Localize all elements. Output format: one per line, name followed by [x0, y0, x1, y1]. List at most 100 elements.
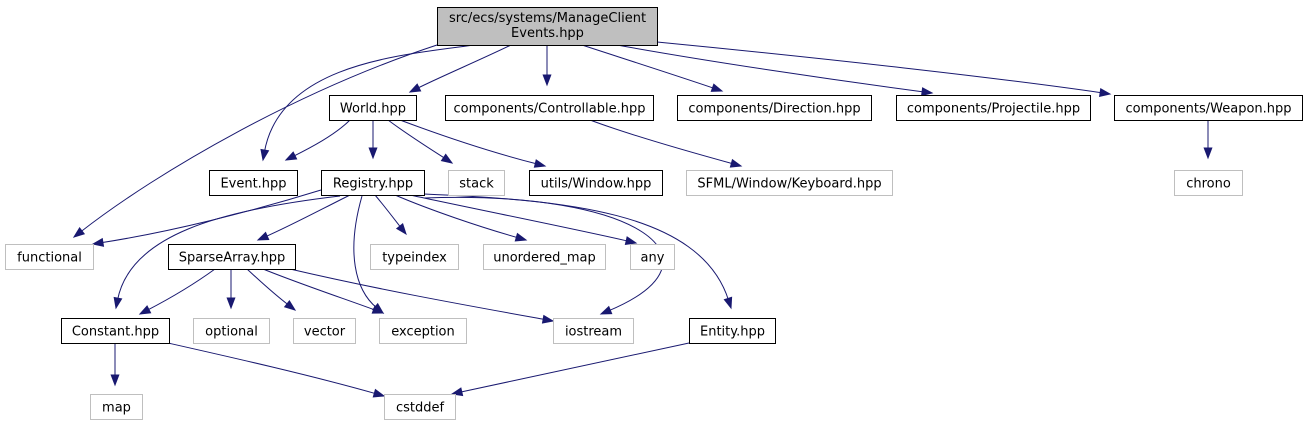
edge-world-to-utils_window [399, 119, 547, 168]
node-label: stack [459, 177, 494, 192]
edge-line [265, 194, 351, 238]
node-label: functional [17, 251, 82, 266]
node-label: World.hpp [340, 102, 406, 117]
edge-controllable-to-sfml_keyboard [589, 119, 743, 168]
node-box [5, 244, 94, 270]
node-label: SFML/Window/Keyboard.hpp [697, 177, 881, 192]
node-map: map [90, 394, 143, 420]
node-controllable[interactable]: components/Controllable.hpp [445, 95, 654, 121]
edge-sparse_array-to-constant [138, 268, 216, 315]
node-optional: optional [193, 318, 270, 344]
edge-line [167, 342, 377, 395]
arrowhead-icon [710, 83, 724, 92]
node-box [370, 244, 459, 270]
arrowhead-icon [260, 148, 270, 162]
edge-line [409, 194, 629, 242]
edge-entity-to-cstddef [450, 342, 690, 397]
arrowhead-icon [110, 374, 120, 387]
node-label: Event.hpp [220, 177, 286, 192]
node-box [379, 318, 467, 344]
node-event[interactable]: Event.hpp [209, 170, 298, 196]
edge-constant-to-map [110, 342, 120, 387]
arrowhead-icon [1099, 88, 1112, 97]
edge-manage_client_events-to-world [408, 44, 512, 93]
edge-manage_client_events-to-weapon [656, 41, 1112, 97]
node-label: components/Projectile.hpp [907, 102, 1080, 117]
node-label: exception [391, 325, 455, 340]
node-registry[interactable]: Registry.hpp [321, 170, 425, 196]
edge-weapon-to-chrono [1203, 120, 1213, 160]
node-box [677, 95, 872, 121]
node-label: chrono [1186, 177, 1231, 192]
edge-registry-to-constant [113, 195, 341, 310]
node-label: SparseArray.hpp [179, 251, 286, 266]
edge-constant-to-cstddef [167, 342, 386, 398]
edge-line [117, 195, 341, 301]
node-label: typeindex [382, 251, 447, 266]
edge-line [246, 268, 289, 306]
node-label: Constant.hpp [72, 325, 159, 340]
node-world[interactable]: World.hpp [329, 95, 417, 121]
arrowhead-icon [368, 147, 378, 160]
node-box [209, 170, 298, 196]
node-label: optional [205, 325, 258, 340]
node-weapon[interactable]: components/Weapon.hpp [1114, 95, 1303, 121]
arrowhead-icon [283, 300, 297, 311]
arrowhead-icon [372, 388, 386, 398]
node-box [437, 7, 658, 46]
node-label: Registry.hpp [333, 177, 413, 192]
arrowhead-icon [450, 387, 464, 397]
node-direction[interactable]: components/Direction.hpp [677, 95, 872, 121]
node-label: components/Weapon.hpp [1125, 102, 1291, 117]
node-box [293, 318, 356, 344]
arrowhead-icon [514, 232, 528, 242]
node-box [168, 244, 296, 270]
edge-line [353, 195, 378, 309]
edge-registry-to-typeindex [374, 194, 407, 236]
arrowhead-icon [395, 222, 407, 236]
edge-line [146, 268, 216, 311]
edge-line [292, 119, 351, 157]
edge-sparse_array-to-optional [226, 269, 236, 310]
node-sfml_keyboard: SFML/Window/Keyboard.hpp [686, 170, 893, 196]
nodes-layer: src/ecs/systems/ManageClientEvents.hppWo… [5, 7, 1303, 420]
node-unordered_map: unordered_map [483, 244, 606, 270]
node-box [193, 318, 270, 344]
node-utils_window[interactable]: utils/Window.hpp [529, 170, 663, 196]
node-projectile[interactable]: components/Projectile.hpp [896, 95, 1091, 121]
node-box [61, 318, 170, 344]
node-label: src/ecs/systems/ManageClient [449, 11, 646, 26]
node-chrono: chrono [1174, 170, 1243, 196]
node-box [90, 394, 143, 420]
arrowhead-icon [113, 296, 123, 310]
node-box [1114, 95, 1303, 121]
arrowhead-icon [226, 297, 236, 310]
edge-line [423, 193, 730, 301]
arrowhead-icon [1203, 147, 1213, 160]
node-box [384, 394, 456, 420]
arrowhead-icon [408, 83, 422, 93]
edge-registry-to-unordered_map [394, 194, 528, 242]
node-sparse_array[interactable]: SparseArray.hpp [168, 244, 296, 270]
arrowhead-icon [284, 151, 298, 161]
edge-line [656, 41, 1103, 94]
node-constant[interactable]: Constant.hpp [61, 318, 170, 344]
node-functional: functional [5, 244, 94, 270]
edge-line [387, 119, 446, 160]
node-label: iostream [565, 325, 622, 340]
edge-line [416, 44, 512, 89]
edge-manage_client_events-to-direction [581, 44, 724, 92]
node-label: cstddef [396, 401, 445, 416]
arrowhead-icon [72, 227, 86, 238]
node-label: map [102, 401, 131, 416]
edge-line [399, 119, 538, 165]
node-entity[interactable]: Entity.hpp [689, 318, 776, 344]
node-label: Entity.hpp [700, 325, 765, 340]
node-box [896, 95, 1091, 121]
edge-registry-to-any [409, 194, 638, 245]
arrowhead-icon [723, 296, 733, 310]
edge-sparse_array-to-vector [246, 268, 297, 311]
arrowhead-icon [440, 153, 454, 164]
